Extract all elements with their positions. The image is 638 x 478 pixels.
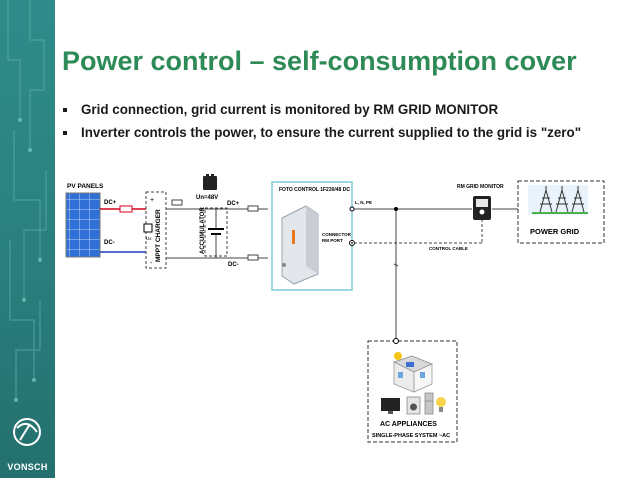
fuse-icon <box>247 254 259 261</box>
pv-panels-label: PV PANELS <box>67 183 104 190</box>
ac-appliances: AC APPLIANCES SINGLE-PHASE SYSTEM ~AC <box>367 338 458 443</box>
bullet-text: Inverter controls the power, to ensure t… <box>81 125 582 140</box>
mppt-charger: + - MPPT CHARGER Ux <box>143 191 167 269</box>
pv-panel-icon <box>65 192 101 258</box>
accumulator: Un=48V ACCUMULATOR <box>196 174 228 258</box>
tv-icon <box>381 398 400 414</box>
rm-grid-monitor-label: RM GRID MONITOR <box>457 184 504 190</box>
dc-plus-bus-label: DC+ <box>227 201 240 207</box>
inverter: FOTO CONTROL 1F230/48 DC CONNECTOR RM PO… <box>271 181 353 291</box>
bullet-icon <box>63 108 67 112</box>
ac-appliances-label: AC APPLIANCES <box>380 421 437 428</box>
connector-label: CONNECTOR <box>322 232 352 237</box>
power-grid-label: POWER GRID <box>530 227 580 236</box>
dc-minus-bus-label: DC- <box>228 262 239 268</box>
slide-title: Power control – self-consumption cover <box>62 46 577 76</box>
bullet-item: Inverter controls the power, to ensure t… <box>60 123 581 143</box>
house-icon <box>392 352 434 393</box>
accumulator-label: ACCUMULATOR <box>200 207 206 254</box>
circuit-pattern <box>7 0 47 446</box>
bullet-item: Grid connection, grid current is monitor… <box>60 100 581 120</box>
bullet-list: Grid connection, grid current is monitor… <box>60 100 581 146</box>
fuse-icon <box>119 205 133 213</box>
light-bulb-icon <box>436 397 446 412</box>
dc-minus-label: DC- <box>104 240 115 246</box>
control-cable-label: CONTROL CABLE <box>429 246 468 251</box>
inverter-label: FOTO CONTROL 1F230/48 DC <box>279 187 350 193</box>
battery-icon <box>203 176 217 190</box>
sensor-icon <box>143 223 153 233</box>
sidebar: VONSCH <box>0 0 55 478</box>
dc-bus: DC+ DC- <box>166 199 268 268</box>
bullet-icon <box>63 131 67 135</box>
brand-name: VONSCH <box>7 462 48 472</box>
pv-wiring: DC+ DC- <box>100 200 146 253</box>
svg-text:+: + <box>150 197 154 204</box>
washing-machine-icon <box>406 396 421 415</box>
mppt-label: MPPT CHARGER <box>155 209 162 262</box>
bullet-text: Grid connection, grid current is monitor… <box>81 102 499 117</box>
ux-label: Ux <box>146 236 152 241</box>
control-cable: CONTROL CABLE <box>349 219 483 251</box>
single-phase-label: SINGLE-PHASE SYSTEM ~AC <box>372 433 450 439</box>
phase-label: L, N, PE <box>355 200 372 205</box>
rm-grid-monitor: RM GRID MONITOR <box>457 184 504 220</box>
pv-panels: PV PANELS <box>65 183 104 258</box>
refrigerator-icon <box>424 392 434 415</box>
ac-wiring: L, N, PE <box>349 200 518 341</box>
power-grid: POWER GRID <box>517 180 605 244</box>
dc-plus-label: DC+ <box>104 200 117 206</box>
transmission-tower-icon <box>539 186 585 213</box>
logo-icon <box>13 418 41 446</box>
fuse-icon <box>171 199 183 206</box>
fuse-icon <box>247 205 259 212</box>
svg-text:-: - <box>150 260 153 267</box>
voltage-label: Un=48V <box>196 195 218 201</box>
rm-port-label: RM PORT <box>322 238 343 243</box>
